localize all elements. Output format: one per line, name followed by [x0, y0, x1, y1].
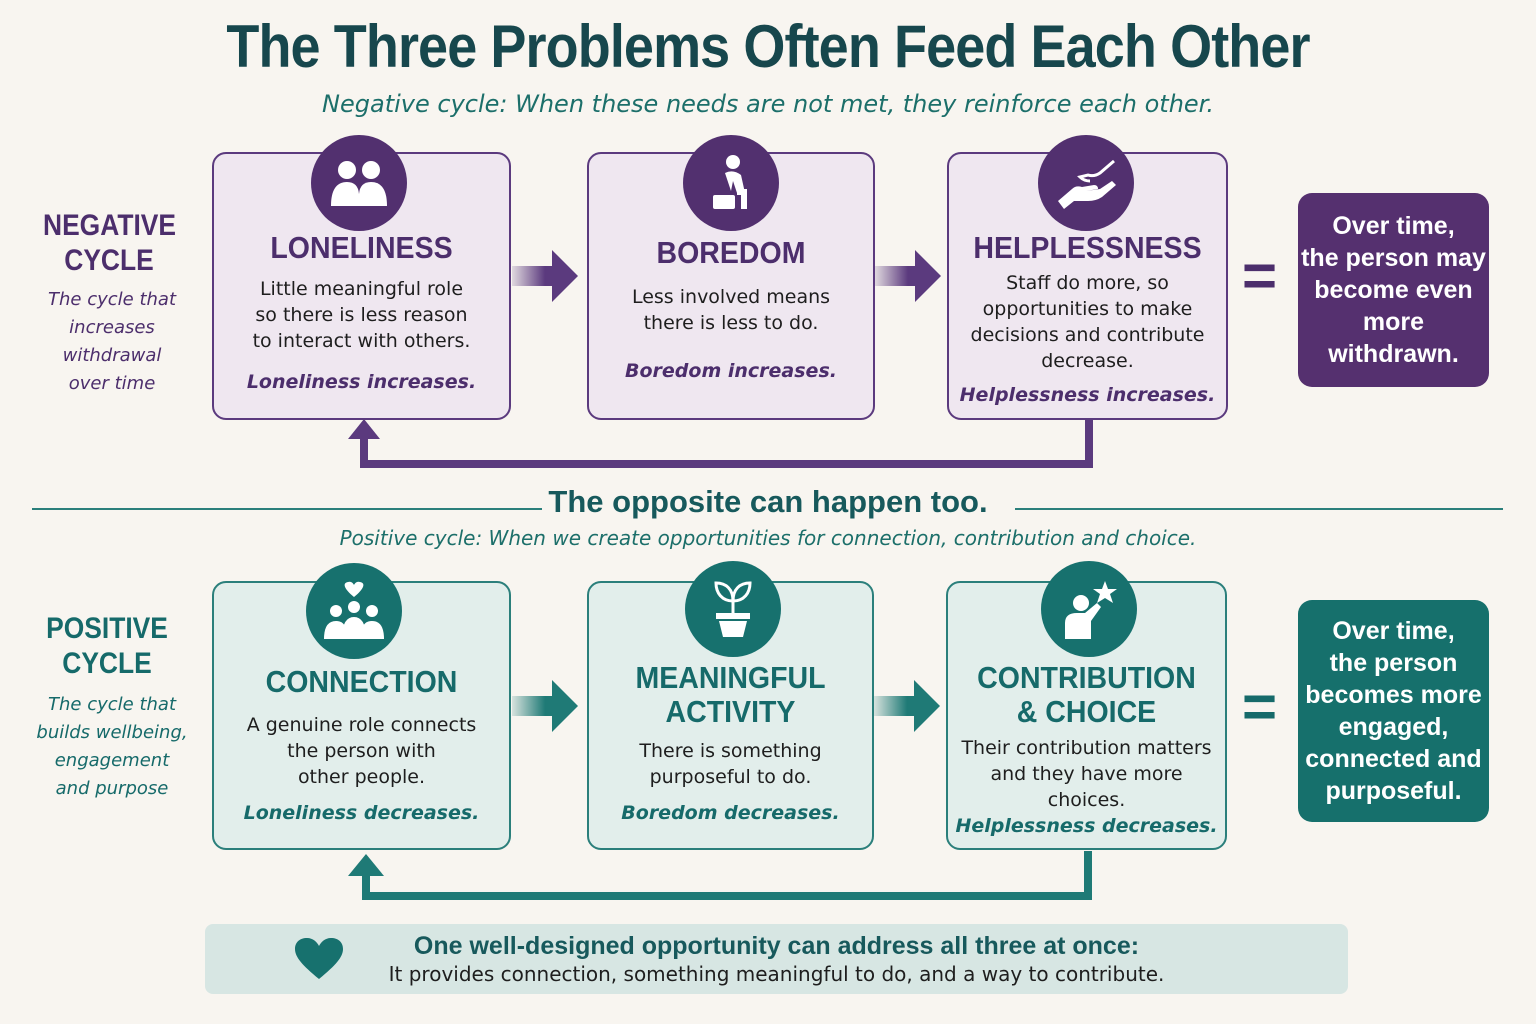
- arrow-right-icon: [512, 680, 578, 732]
- card-body-line: choices.: [1047, 789, 1126, 811]
- card-body-line: so there is less reason: [255, 304, 468, 326]
- positive-label-line2: CYCLE: [62, 647, 152, 680]
- outcome-line: become even: [1314, 276, 1473, 304]
- card-body-line: decisions and contribute: [970, 324, 1205, 346]
- summary-banner: [205, 924, 1348, 994]
- card-body-line: other people.: [297, 766, 426, 788]
- equals-sign: =: [1242, 673, 1278, 740]
- loneliness-title: LONELINESS: [270, 230, 453, 265]
- card-body-line: and they have more: [990, 763, 1183, 785]
- page-subtitle: Negative cycle: When these needs are not…: [322, 90, 1214, 118]
- outcome-line: purposeful.: [1325, 777, 1462, 805]
- arrow-right-icon: [875, 250, 941, 302]
- card-body-line: opportunities to make: [982, 298, 1193, 320]
- card-body-line: purposeful to do.: [649, 766, 812, 788]
- positive-outcome-box: Over time, the person becomes more engag…: [1298, 600, 1489, 822]
- card-body-line: Their contribution matters: [961, 737, 1212, 759]
- negative-desc-line: over time: [68, 373, 156, 394]
- card-title-line: MEANINGFUL: [635, 660, 826, 695]
- helplessness-title: HELPLESSNESS: [973, 230, 1202, 265]
- outcome-line: Over time,: [1332, 617, 1455, 645]
- negative-desc-line: The cycle that: [48, 289, 176, 310]
- connection-result: Loneliness decreases.: [243, 802, 480, 824]
- negative-desc-line: withdrawal: [62, 345, 162, 366]
- equals-sign: =: [1242, 242, 1278, 309]
- card-title-line: CONTRIBUTION: [977, 660, 1196, 695]
- loneliness-result: Loneliness increases.: [246, 371, 477, 393]
- negative-desc-line: increases: [69, 317, 155, 338]
- group-heart-icon: [306, 563, 402, 659]
- card-body-line: Less involved means: [631, 286, 831, 308]
- positive-cycle-label: POSITIVE CYCLE: [41, 611, 173, 681]
- divider-line-left: [32, 508, 542, 510]
- positive-desc-line: The cycle that: [48, 694, 176, 715]
- card-body-line: Staff do more, so: [1006, 272, 1169, 294]
- card-body-line: there is less to do.: [643, 312, 819, 334]
- helplessness-result: Helplessness increases.: [959, 384, 1216, 406]
- outcome-line: Over time,: [1332, 212, 1455, 240]
- positive-desc-line: and purpose: [55, 778, 169, 799]
- outcome-line: the person: [1329, 649, 1458, 677]
- feedback-loop-arrow: [348, 851, 1092, 900]
- positive-cycle-description: The cycle that builds wellbeing, engagem…: [27, 691, 197, 803]
- negative-label-line1: NEGATIVE: [43, 209, 177, 242]
- heart-icon: [295, 938, 343, 979]
- positive-desc-line: builds wellbeing,: [36, 722, 188, 743]
- person-star-icon: [1041, 561, 1137, 657]
- plant-icon: [685, 561, 781, 657]
- card-body-line: There is something: [639, 740, 822, 762]
- boredom-body: Less involved means there is less to do.: [587, 284, 875, 336]
- divider-line-right: [1015, 508, 1503, 510]
- loneliness-body: Little meaningful role so there is less …: [212, 276, 511, 354]
- summary-text: It provides connection, something meanin…: [388, 962, 1165, 986]
- card-body-line: Little meaningful role: [259, 278, 464, 300]
- negative-cycle-description: The cycle that increases withdrawal over…: [27, 286, 197, 398]
- contribution-choice-title: CONTRIBUTION & CHOICE: [957, 661, 1216, 729]
- positive-label-line1: POSITIVE: [46, 612, 168, 645]
- negative-outcome-box: Over time, the person may become even mo…: [1298, 193, 1489, 387]
- outcome-line: connected and: [1305, 745, 1482, 773]
- card-body-line: the person with: [287, 740, 436, 762]
- positive-subtitle: Positive cycle: When we create opportuni…: [339, 526, 1197, 550]
- negative-label-line2: CYCLE: [64, 244, 154, 277]
- arrow-right-icon: [512, 250, 578, 302]
- outcome-line: the person may: [1301, 244, 1486, 272]
- card-body-line: decrease.: [1041, 350, 1134, 372]
- page-title: The Three Problems Often Feed Each Other: [226, 13, 1310, 80]
- helping-hand-icon: [1038, 135, 1134, 231]
- connection-title: CONNECTION: [265, 664, 458, 699]
- helplessness-body: Staff do more, so opportunities to make …: [947, 270, 1228, 374]
- positive-desc-line: engagement: [54, 750, 170, 771]
- opposite-heading: The opposite can happen too.: [548, 484, 988, 519]
- meaningful-activity-result: Boredom decreases.: [621, 802, 840, 824]
- contribution-choice-result: Helplessness decreases.: [955, 815, 1218, 837]
- negative-cycle-label: NEGATIVE CYCLE: [43, 208, 177, 278]
- card-body-line: to interact with others.: [252, 330, 471, 352]
- outcome-line: more withdrawn.: [1328, 308, 1459, 368]
- card-body-line: A genuine role connects: [246, 714, 477, 736]
- summary-title: One well-designed opportunity can addres…: [413, 932, 1140, 960]
- boredom-result: Boredom increases.: [625, 360, 837, 382]
- card-title-line: & CHOICE: [1016, 694, 1157, 729]
- contribution-choice-body: Their contribution matters and they have…: [946, 735, 1227, 813]
- card-title-line: ACTIVITY: [665, 694, 796, 729]
- sitting-person-icon: [683, 135, 779, 231]
- meaningful-activity-title: MEANINGFUL ACTIVITY: [598, 661, 862, 729]
- feedback-loop-arrow: [348, 419, 1093, 468]
- outcome-line: engaged,: [1338, 713, 1449, 741]
- meaningful-activity-body: There is something purposeful to do.: [587, 738, 874, 790]
- outcome-line: becomes more: [1305, 681, 1482, 709]
- boredom-title: BOREDOM: [656, 235, 806, 270]
- people-icon: [311, 135, 407, 231]
- connection-body: A genuine role connects the person with …: [212, 712, 511, 790]
- arrow-right-icon: [874, 680, 940, 732]
